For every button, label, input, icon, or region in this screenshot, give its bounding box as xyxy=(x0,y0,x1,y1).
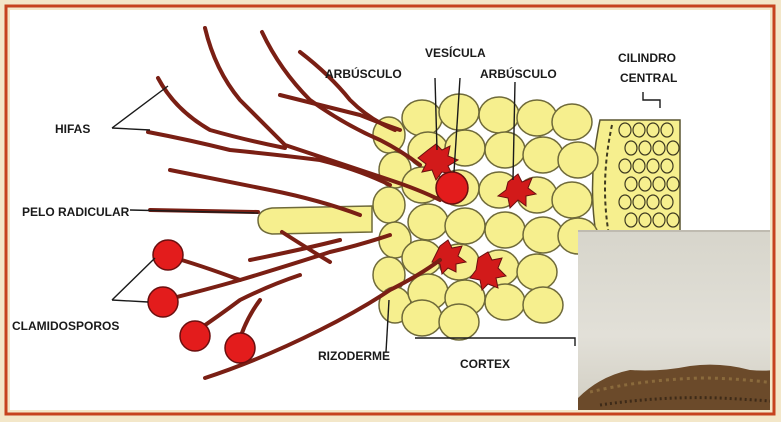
cortex-cell xyxy=(479,97,519,133)
label-pelo-radicular: PELO RADICULAR xyxy=(22,205,130,219)
cortex-cell xyxy=(517,100,557,136)
label-central: CENTRAL xyxy=(620,71,677,85)
soil-photo-icon xyxy=(578,230,781,422)
label-arbusculo-right: ARBÚSCULO xyxy=(480,66,557,81)
cortex-cell xyxy=(558,142,598,178)
label-arbusculo-left: ARBÚSCULO xyxy=(325,66,402,81)
cortex-cell xyxy=(445,208,485,244)
label-hifas: HIFAS xyxy=(55,122,90,136)
label-vesicula: VESÍCULA xyxy=(425,45,486,60)
label-rizoderme: RIZODERME xyxy=(318,349,390,363)
cortex-cell xyxy=(485,284,525,320)
label-cortex: CORTEX xyxy=(460,357,510,371)
root-hair xyxy=(258,206,372,234)
cortex-cell xyxy=(485,212,525,248)
cortex-cell xyxy=(439,304,479,340)
cortex-cell xyxy=(408,204,448,240)
cortex-cell xyxy=(523,217,563,253)
cortex-cell xyxy=(373,187,405,223)
cortex-cell xyxy=(517,254,557,290)
cortex-cell xyxy=(552,182,592,218)
label-clamidosporos: CLAMIDOSPOROS xyxy=(12,319,119,333)
label-cilindro: CILINDRO xyxy=(618,51,676,65)
cortex-cell xyxy=(402,300,442,336)
cortex-cell xyxy=(552,104,592,140)
cortex-cell xyxy=(523,287,563,323)
cortex-cell xyxy=(485,132,525,168)
cortex-cell xyxy=(523,137,563,173)
